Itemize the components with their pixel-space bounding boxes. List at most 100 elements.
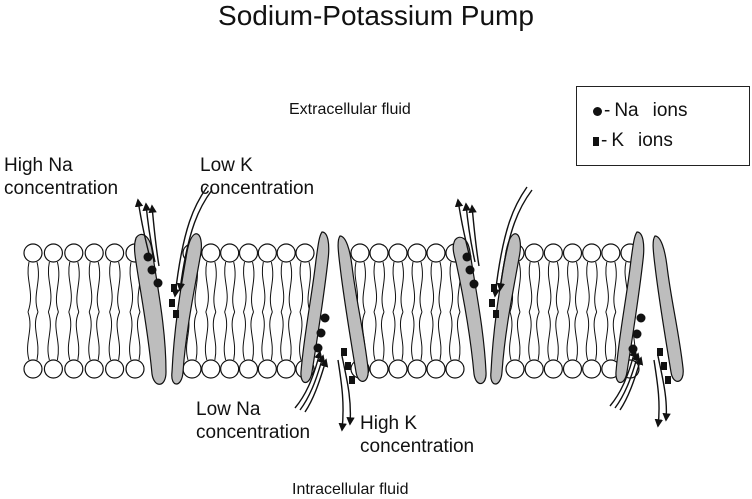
k-ion-9 (493, 310, 499, 318)
ion-flow-arrow-20 (653, 359, 663, 428)
lipid-head-upper (43, 243, 64, 263)
lipid-head-lower (64, 359, 84, 379)
ion-flow-arrow-3 (148, 204, 160, 267)
na-ion-8 (465, 265, 475, 275)
lipid-tails-upper (392, 261, 404, 313)
lipid-tails-lower (528, 311, 540, 361)
legend-k-suffix: ions (638, 130, 673, 151)
na-ion-7 (462, 252, 472, 262)
legend-na-name: Na (614, 100, 639, 121)
lipid-tails-upper (224, 261, 236, 313)
k-ion-8 (489, 299, 495, 307)
pump-subunit-3 (300, 231, 330, 384)
high-na-label: High Na concentration (4, 154, 118, 200)
lipid-head-lower (407, 359, 427, 379)
pump-subunit-7 (615, 231, 645, 384)
k-ion-7 (491, 284, 497, 292)
lipid-tails-lower (392, 311, 404, 361)
lipid-head-lower (543, 359, 563, 379)
lipid-head-lower (182, 359, 202, 379)
legend-k-row: - K ions (593, 130, 673, 152)
lipid-head-lower (257, 359, 277, 379)
k-ion-5 (345, 362, 351, 370)
pump-subunit-4 (337, 235, 369, 382)
lipid-head-upper (295, 243, 315, 263)
lipid-tails-upper (205, 261, 217, 313)
lipid-tails-lower (280, 311, 292, 361)
lipid-head-lower (369, 359, 389, 379)
extracellular-fluid-label: Extracellular fluid (289, 101, 411, 118)
lipid-head-upper (257, 243, 277, 263)
lipid-tails-upper (261, 261, 274, 313)
lipid-tails-upper (430, 261, 442, 313)
na-ion-10 (636, 313, 646, 323)
lipid-tails-upper (109, 261, 121, 313)
lipid-tails-lower (373, 311, 385, 361)
ion-flow-arrow-2 (142, 202, 156, 263)
lipid-head-lower (582, 359, 602, 379)
lipid-head-upper (426, 243, 446, 263)
na-ion-4 (320, 313, 330, 323)
lipid-tails-upper (88, 261, 101, 313)
na-ion-12 (628, 344, 638, 354)
k-ion-2 (169, 299, 175, 307)
lipid-tails-upper (605, 261, 617, 313)
na-ion-icon (593, 106, 602, 116)
na-ion-2 (147, 265, 157, 275)
pump-subunit-2 (171, 233, 202, 385)
pump-subunit-5 (452, 236, 487, 385)
lipid-head-lower (524, 359, 544, 379)
lipid-tails-lower (67, 311, 80, 361)
intracellular-fluid-label: Intracellular fluid (292, 481, 409, 498)
high-na-line2: concentration (4, 178, 119, 199)
lipid-head-lower (43, 359, 64, 379)
lipid-tails-lower (108, 311, 121, 361)
low-na-line2: concentration (196, 422, 311, 443)
lipid-head-upper (84, 243, 104, 263)
lipid-tails-upper (68, 261, 80, 313)
lipid-head-lower (238, 359, 259, 379)
diagram-title: Sodium-Potassium Pump (218, 0, 534, 31)
ion-flow-arrow-8 (304, 358, 329, 413)
low-k-line1: Low K (200, 155, 253, 176)
lipid-tails-lower (129, 311, 141, 361)
lipid-head-lower (220, 359, 240, 379)
ion-flow-arrow-15 (491, 186, 528, 298)
lipid-tails-upper (586, 261, 598, 313)
lipid-head-lower (125, 359, 145, 379)
low-k-line2: concentration (200, 178, 315, 199)
lipid-tails-lower (509, 311, 521, 361)
lipid-head-lower (426, 359, 446, 379)
lipid-tails-lower (204, 311, 217, 361)
legend: - Na ions - K ions (576, 86, 750, 166)
lipid-head-upper (562, 243, 583, 263)
k-ion-4 (341, 348, 347, 356)
ion-flow-arrow-14 (496, 189, 533, 292)
lipid-tails-lower (242, 311, 254, 361)
lipid-head-lower (276, 359, 296, 379)
lipid-tails-upper (567, 261, 579, 313)
lipid-tails-lower (47, 311, 59, 361)
na-ion-9 (469, 279, 479, 289)
lipid-head-lower (562, 359, 583, 379)
legend-k-name: K (611, 130, 625, 151)
low-na-line1: Low Na (196, 399, 261, 420)
lipid-tails-upper (280, 261, 293, 313)
ion-flow-arrow-12 (462, 202, 476, 263)
low-na-label: Low Na concentration (196, 398, 310, 444)
lipid-head-upper (601, 243, 621, 263)
lipid-bilayer (23, 243, 640, 379)
lipid-tails-upper (547, 261, 560, 313)
na-ion-1 (143, 252, 153, 262)
ion-flow-arrow-4 (176, 189, 213, 292)
lipid-tails-lower (547, 311, 559, 361)
ions (143, 252, 671, 384)
high-na-line1: High Na (4, 155, 73, 176)
lipid-head-upper (543, 243, 563, 263)
lipid-head-upper (220, 243, 240, 263)
legend-na-dash: - (604, 100, 611, 121)
lipid-tails-upper (243, 261, 255, 313)
high-k-label: High K concentration (360, 412, 474, 458)
